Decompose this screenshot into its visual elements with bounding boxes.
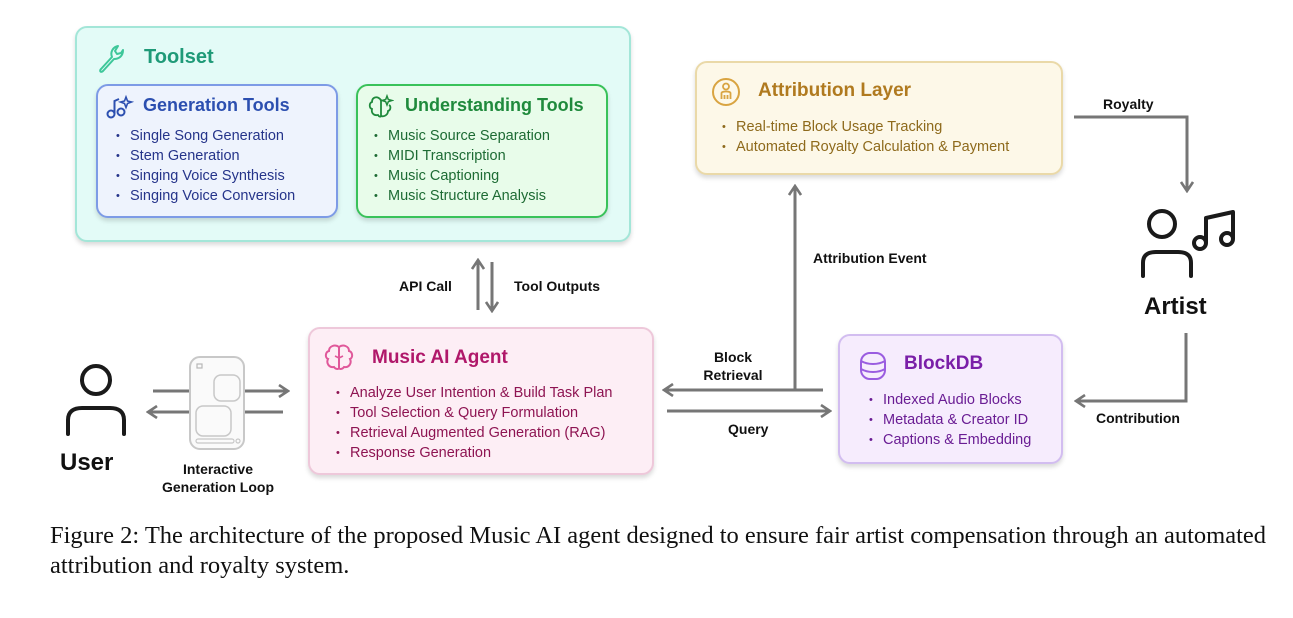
list-item: Singing Voice Conversion: [116, 186, 295, 206]
generation-tools-panel: Generation Tools Single Song Generation …: [96, 84, 338, 218]
attribution-layer-list: Real-time Block Usage Tracking Automated…: [722, 117, 1009, 157]
attribution-layer-title: Attribution Layer: [758, 80, 912, 101]
user-icon: [66, 364, 126, 436]
brain-icon: [324, 344, 354, 370]
blockdb-panel: BlockDB Indexed Audio Blocks Metadata & …: [838, 334, 1063, 464]
list-item: Retrieval Augmented Generation (RAG): [336, 423, 613, 443]
api-call-label: API Call: [399, 278, 452, 294]
figure-caption: Figure 2: The architecture of the propos…: [50, 522, 1267, 579]
list-item: Singing Voice Synthesis: [116, 166, 295, 186]
royalty-arrow: [1074, 115, 1187, 191]
generation-tools-title: Generation Tools: [143, 95, 290, 115]
list-item: MIDI Transcription: [374, 146, 550, 166]
blockdb-title: BlockDB: [904, 353, 984, 374]
wrench-icon: [99, 45, 124, 73]
music-ai-agent-title: Music AI Agent: [372, 347, 508, 368]
person-circle-icon: [712, 78, 740, 106]
list-item: Music Source Separation: [374, 126, 550, 146]
query-label: Query: [728, 421, 769, 437]
blockdb-list: Indexed Audio Blocks Metadata & Creator …: [869, 390, 1031, 450]
music-ai-agent-panel: Music AI Agent Analyze User Intention & …: [308, 327, 654, 475]
list-item: Metadata & Creator ID: [869, 410, 1031, 430]
understanding-tools-list: Music Source Separation MIDI Transcripti…: [374, 126, 550, 206]
understanding-tools-title: Understanding Tools: [405, 95, 584, 115]
attribution-layer-panel: Attribution Layer Real-time Block Usage …: [695, 61, 1063, 175]
understanding-tools-panel: Understanding Tools Music Source Separat…: [356, 84, 608, 218]
list-item: Captions & Embedding: [869, 430, 1031, 450]
tool-outputs-label: Tool Outputs: [514, 278, 601, 294]
artist-music-icon: [1141, 209, 1235, 278]
user-label: User: [60, 449, 114, 476]
generation-tools-list: Single Song Generation Stem Generation S…: [116, 126, 295, 206]
block-retrieval-label: Block Retrieval: [703, 349, 763, 383]
list-item: Automated Royalty Calculation & Payment: [722, 137, 1009, 157]
list-item: Music Structure Analysis: [374, 186, 550, 206]
list-item: Tool Selection & Query Formulation: [336, 403, 613, 423]
list-item: Music Captioning: [374, 166, 550, 186]
music-ai-agent-list: Analyze User Intention & Build Task Plan…: [336, 383, 613, 463]
phone-interface-icon: [189, 356, 245, 450]
list-item: Real-time Block Usage Tracking: [722, 117, 1009, 137]
list-item: Analyze User Intention & Build Task Plan: [336, 383, 613, 403]
contribution-label: Contribution: [1096, 410, 1180, 426]
music-sparkle-icon: [106, 94, 134, 119]
brain-sparkle-icon: [368, 94, 394, 118]
list-item: Single Song Generation: [116, 126, 295, 146]
artist-label: Artist: [1144, 293, 1207, 320]
list-item: Stem Generation: [116, 146, 295, 166]
attribution-event-label: Attribution Event: [813, 250, 927, 266]
contribution-arrow: [1076, 333, 1188, 401]
database-icon: [860, 352, 886, 380]
royalty-label: Royalty: [1103, 96, 1154, 112]
toolset-title: Toolset: [144, 46, 214, 68]
interactive-loop-label: Interactive Generation Loop: [162, 461, 274, 495]
list-item: Response Generation: [336, 443, 613, 463]
list-item: Indexed Audio Blocks: [869, 390, 1031, 410]
